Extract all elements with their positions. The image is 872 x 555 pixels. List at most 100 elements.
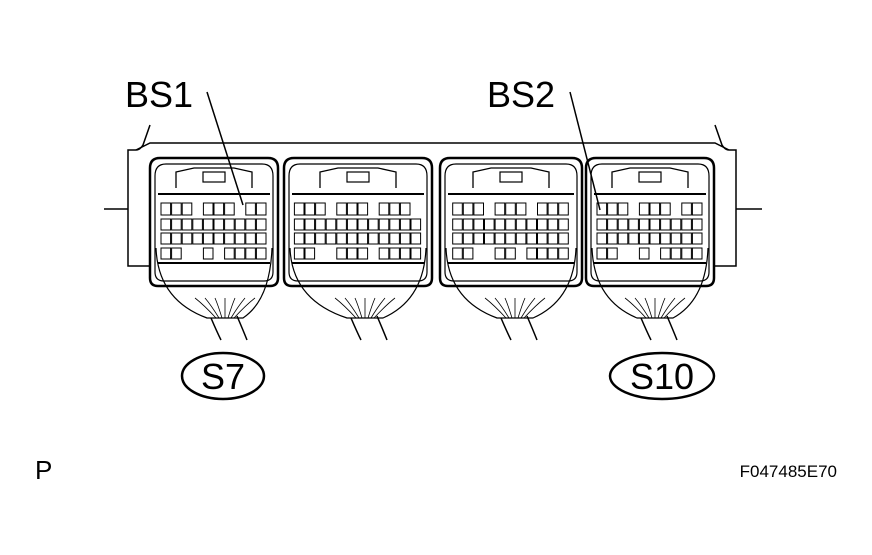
pin-cavity: [410, 232, 422, 245]
pin-cavity: [171, 232, 182, 245]
pin-cavity: [293, 232, 305, 245]
pin-cavity: [452, 232, 463, 245]
wire-strand: [373, 297, 396, 319]
pin-cavity: [346, 247, 358, 260]
pin-cavity: [304, 247, 316, 260]
pin-cavity: [505, 232, 516, 245]
pin-cavity: [325, 232, 337, 245]
pin-cavity: [181, 232, 193, 245]
connector-block: [282, 156, 434, 341]
wire-strand: [494, 297, 510, 319]
bs1-label: BS1: [125, 74, 193, 115]
pin-cavity: [617, 202, 629, 216]
pin-cavity: [628, 218, 639, 231]
pin-cavity: [202, 232, 214, 245]
pin-cavity: [691, 218, 703, 231]
s7-label: S7: [201, 356, 245, 397]
wire-strand: [367, 297, 376, 319]
pin-cavity: [315, 202, 326, 216]
pin-cavity: [515, 232, 527, 245]
pin-cavity: [255, 218, 267, 231]
pin-cavity: [346, 218, 358, 231]
pin-cavity: [494, 202, 506, 216]
pin-cavity: [596, 218, 608, 231]
pin-cavity: [638, 247, 650, 260]
pin-cavity: [607, 247, 618, 260]
pin-cavity: [494, 247, 506, 260]
pin-cavity: [224, 218, 235, 231]
pin-cavity: [596, 232, 608, 245]
wire-strand: [214, 297, 223, 319]
pin-cavity: [649, 218, 661, 231]
pin-cavity: [617, 232, 629, 245]
pin-cavity: [547, 218, 559, 231]
latch-window: [499, 171, 523, 183]
bs2-leader-line: [569, 91, 601, 211]
pin-cavity: [691, 232, 703, 245]
pin-cavity: [245, 247, 256, 260]
pin-cavity: [681, 247, 692, 260]
wire-strand: [624, 297, 647, 319]
wire-strand: [334, 297, 357, 319]
wire-strand: [230, 297, 246, 319]
pin-cavity: [515, 202, 527, 216]
pin-cavity: [357, 218, 369, 231]
pin-cavity: [649, 232, 661, 245]
latch: [175, 167, 253, 188]
pin-cavity: [192, 232, 203, 245]
pin-cavity: [452, 218, 463, 231]
pin-cavity: [515, 218, 527, 231]
pin-cavity: [473, 202, 484, 216]
connector-rim: [444, 163, 578, 282]
pin-cavity: [638, 218, 650, 231]
pin-cavity: [505, 202, 516, 216]
bs2-label: BS2: [487, 74, 555, 115]
pin-cavity: [681, 232, 692, 245]
connector-rim: [154, 163, 274, 282]
pin-cavity: [596, 202, 608, 216]
pin-cavity: [607, 202, 618, 216]
pin-cavity: [181, 202, 193, 216]
pin-cavity: [315, 218, 326, 231]
pin-cavity: [558, 202, 569, 216]
pin-cavity: [213, 202, 225, 216]
pin-cavity: [547, 232, 559, 245]
pin-cavity: [171, 218, 182, 231]
pin-cavity: [537, 202, 548, 216]
pin-cavity: [537, 232, 548, 245]
pin-cavity: [691, 202, 703, 216]
pin-cavity: [202, 202, 214, 216]
pin-cavity: [473, 232, 484, 245]
pin-cavity: [171, 247, 182, 260]
pin-cavity: [234, 232, 246, 245]
view-letter: P: [35, 455, 52, 485]
pin-cavity: [462, 232, 474, 245]
pin-cavity: [691, 247, 703, 260]
pin-cavity: [325, 218, 337, 231]
pin-cavity: [336, 218, 347, 231]
pin-cavity: [304, 218, 316, 231]
wire-boot: [289, 247, 427, 319]
pin-cavity: [628, 232, 639, 245]
pin-cavity: [473, 218, 484, 231]
wire-strand: [517, 297, 526, 319]
pin-cavity: [660, 247, 671, 260]
pin-cavity: [526, 218, 538, 231]
pin-cavity: [607, 218, 618, 231]
pin-cavity: [160, 232, 172, 245]
wire-strand: [657, 297, 666, 319]
pin-cavity: [255, 202, 267, 216]
pin-cavity: [389, 218, 400, 231]
pin-cavity: [368, 218, 379, 231]
pin-cavity: [336, 232, 347, 245]
pin-cavity: [293, 247, 305, 260]
connector-rim: [288, 163, 428, 282]
pin-cavity: [378, 247, 390, 260]
pin-cavity: [537, 247, 548, 260]
pin-cavity: [526, 232, 538, 245]
pin-cavity: [537, 218, 548, 231]
wire-strand: [644, 297, 653, 319]
pin-cavity: [399, 218, 411, 231]
wire-strand: [204, 297, 220, 319]
connector-rim: [590, 163, 710, 282]
